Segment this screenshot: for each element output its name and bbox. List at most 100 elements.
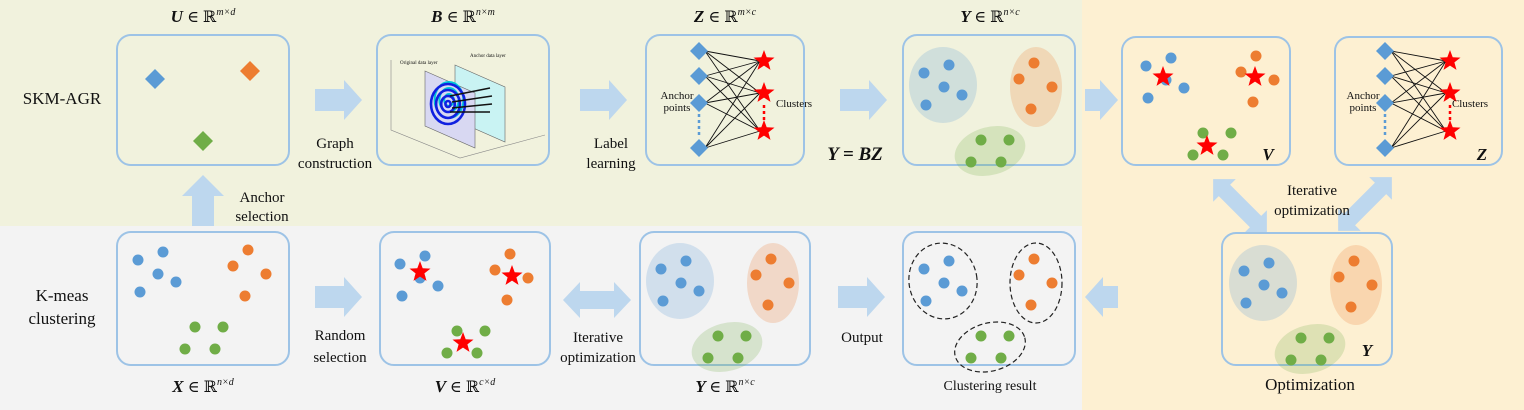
data-point (943, 255, 955, 267)
data-point (260, 268, 272, 280)
edge-line (1390, 75, 1447, 94)
math-variable: V (435, 377, 450, 396)
data-point (217, 321, 229, 333)
data-point (938, 277, 950, 289)
step-iterative-optimization-2: optimization (560, 350, 636, 366)
data-point (995, 156, 1007, 168)
edge-line (1390, 75, 1447, 132)
data-point (1247, 96, 1259, 108)
math-superscript: m×c (738, 7, 757, 18)
math-set: ℝ (725, 379, 739, 396)
centroid-star (1244, 66, 1266, 86)
row-label-kmeans: K-meas (36, 286, 89, 305)
data-point (1178, 82, 1190, 94)
edge-line (704, 75, 761, 132)
step-iterative-optimization-right: Iterative (1287, 183, 1337, 199)
centroid-star (1196, 135, 1218, 155)
data-point (471, 347, 483, 359)
cluster-region-blue (908, 242, 978, 320)
data-point (975, 134, 987, 146)
data-point (1025, 103, 1037, 115)
anchor-diamond (1376, 67, 1394, 85)
double-arrow (1338, 177, 1392, 231)
row-label-kmeans-2: clustering (28, 309, 96, 328)
data-point (1235, 66, 1247, 78)
step-output: Output (841, 330, 884, 346)
math-label-x: X ∈ ℝn×d (171, 377, 234, 396)
data-ring (434, 88, 462, 120)
edge-line (1390, 60, 1447, 104)
anchor-diamond (1376, 42, 1394, 60)
centroid-star (1439, 120, 1461, 140)
anchor-diamond (690, 139, 708, 157)
math-in: ∈ (447, 9, 463, 26)
row-label-skm-agr: SKM-AGR (23, 89, 102, 108)
skm-agr-region (0, 0, 1082, 226)
edge-line (1390, 60, 1447, 149)
data-point (1165, 52, 1177, 64)
cluster-region-orange (1330, 245, 1382, 325)
math-label-ytop: Y ∈ ℝn×c (960, 7, 1020, 26)
data-point (1187, 149, 1199, 161)
data-point (189, 321, 201, 333)
data-point (1250, 50, 1262, 62)
math-set: ℝ (466, 379, 480, 396)
data-ring (429, 82, 467, 126)
math-superscript: n×c (1003, 7, 1020, 18)
math-variable: U (171, 7, 188, 26)
data-point (522, 272, 534, 284)
data-point (501, 294, 513, 306)
data-point (1276, 287, 1288, 299)
data-point (918, 67, 930, 79)
edge-line (704, 50, 761, 94)
centroid-star (501, 265, 523, 285)
data-point (1028, 253, 1040, 265)
data-point (170, 276, 182, 288)
data-point (918, 263, 930, 275)
data-point (1046, 277, 1058, 289)
left-arrow (1085, 277, 1118, 317)
data-point (1333, 271, 1345, 283)
anchor-points-label: Anchor (661, 90, 694, 102)
data-point (1323, 332, 1335, 344)
math-superscript: c×d (479, 377, 496, 388)
centroid-star (409, 261, 431, 281)
data-point (943, 59, 955, 71)
box-label-z: Z (1476, 145, 1487, 164)
up-arrow (182, 175, 224, 226)
math-in: ∈ (709, 9, 725, 26)
data-point (693, 285, 705, 297)
step-graph-construction-2: construction (298, 156, 373, 172)
math-variable: B (430, 7, 447, 26)
data-point (675, 277, 687, 289)
anchor-points-label: points (664, 102, 691, 114)
data-point (732, 352, 744, 364)
step-anchor-selection-2: selection (235, 209, 289, 225)
data-point (1217, 149, 1229, 161)
data-point (132, 254, 144, 266)
edge-line (704, 60, 761, 104)
cluster-region-orange (747, 243, 799, 323)
data-point (479, 325, 491, 337)
data-point (920, 99, 932, 111)
step-graph-construction: Graph (316, 136, 354, 152)
math-superscript: n×m (476, 7, 495, 18)
data-point (762, 299, 774, 311)
edge-line (704, 60, 761, 77)
data-point (1366, 279, 1378, 291)
data-point (783, 277, 795, 289)
plot-axes (390, 60, 546, 159)
data-point (1003, 134, 1015, 146)
panel-box (1334, 36, 1503, 166)
data-point (134, 286, 146, 298)
data-point (1345, 301, 1357, 313)
math-label-u: U ∈ ℝm×d (171, 7, 237, 26)
data-point (179, 343, 191, 355)
right-arrow (838, 277, 885, 317)
anchor-diamond (1376, 139, 1394, 157)
data-point (1258, 279, 1270, 291)
step-anchor-selection: Anchor (240, 190, 285, 206)
edge-line (704, 50, 761, 62)
data-point (1003, 330, 1015, 342)
